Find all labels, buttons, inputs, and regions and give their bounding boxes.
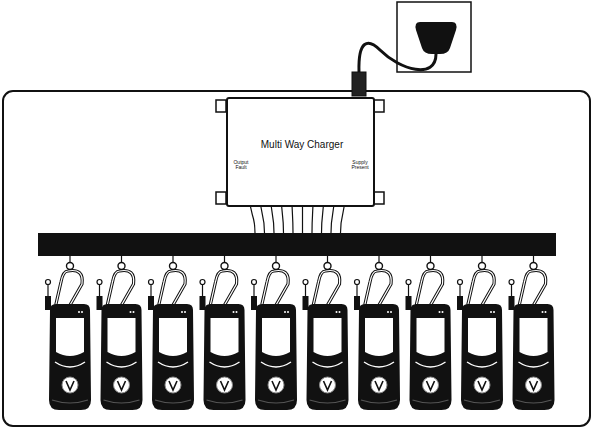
hanging-bar (38, 233, 556, 256)
mount-flange (216, 192, 226, 204)
charger-box: Multi Way ChargerOutput Fault Supply Pres… (226, 97, 375, 207)
mount-flange (374, 192, 384, 204)
devices (45, 256, 555, 410)
device (97, 256, 143, 410)
device (509, 256, 555, 410)
device (406, 256, 452, 410)
cabinet-outline (3, 91, 590, 426)
mount-flange (374, 100, 384, 112)
indicator-label: Supply Present (349, 160, 371, 171)
indicator-label: Output Fault (230, 160, 252, 171)
device (251, 256, 297, 410)
cable-connector (352, 72, 366, 96)
charger-title: Multi Way Charger (261, 140, 343, 151)
device (354, 256, 400, 410)
plug (416, 22, 457, 54)
device (45, 256, 91, 410)
mount-flange (216, 100, 226, 112)
power-cable (359, 43, 436, 72)
device (303, 256, 349, 410)
device (148, 256, 194, 410)
device (200, 256, 246, 410)
device (457, 256, 503, 410)
